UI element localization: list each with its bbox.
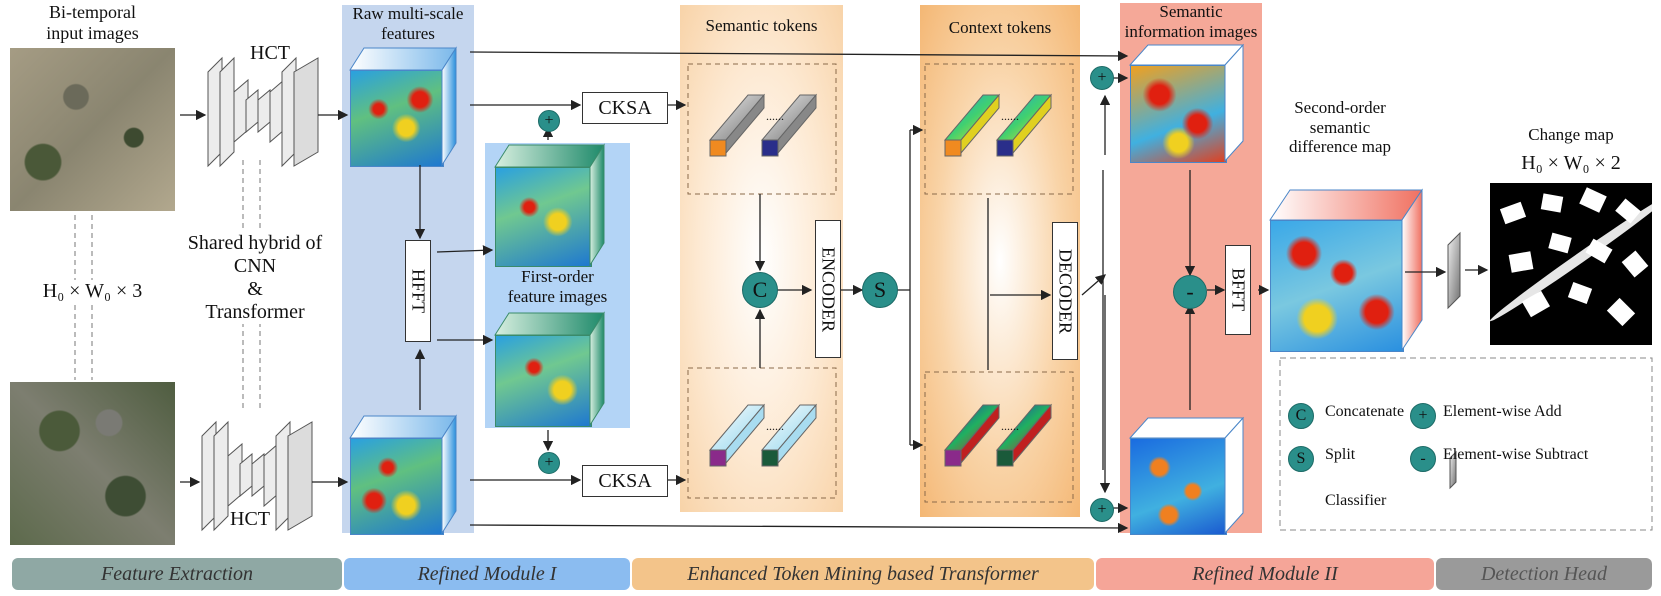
first-order-cube-top — [495, 167, 592, 267]
legend-classifier-text: Classifier — [1325, 492, 1387, 509]
legend-add-text: Element-wise Add — [1443, 403, 1562, 420]
stage-feature-extraction: Feature Extraction — [12, 558, 342, 590]
raw-feature-cube-top — [350, 70, 444, 167]
raw-feature-cube-bottom — [350, 438, 444, 535]
bfft-label: BFFT — [1228, 268, 1249, 312]
hct-label-top: HCT — [250, 42, 290, 64]
legend-subtract-icon: - — [1410, 446, 1436, 472]
stage-detection-head: Detection Head — [1436, 558, 1652, 590]
add-icon-bottom: + — [538, 452, 560, 474]
token-dots-4: ...... — [1001, 419, 1019, 433]
change-map-image — [1490, 183, 1652, 345]
stage-token-mining-transformer: Enhanced Token Mining based Transformer — [632, 558, 1094, 590]
input-image-t2 — [10, 382, 175, 545]
subtract-icon: - — [1173, 275, 1207, 309]
cksa-label-top: CKSA — [598, 96, 652, 119]
input-dims: H₀ × W₀ × 3 — [5, 280, 180, 303]
bfft-box: BFFT — [1225, 245, 1251, 335]
stage-refined-module-2: Refined Module II — [1096, 558, 1434, 590]
legend-split-icon: S — [1288, 446, 1314, 472]
hfft-box: HFFT — [405, 240, 431, 342]
context-tokens-label: Context tokens — [948, 18, 1052, 37]
legend-concat-text: Concatenate — [1325, 403, 1405, 420]
input-image-t1 — [10, 48, 175, 211]
cksa-label-bottom: CKSA — [598, 469, 652, 492]
second-order-label: Second-order semantic difference map — [1288, 98, 1392, 157]
token-dots-2: ...... — [766, 419, 784, 433]
raw-features-label: Raw multi-scale features — [352, 4, 464, 43]
hct-block-bottom — [201, 420, 313, 532]
token-dots-1: ...... — [766, 109, 784, 123]
legend-classifier-icon — [1449, 450, 1457, 490]
legend-split-text: Split — [1325, 446, 1356, 463]
cksa-box-bottom: CKSA — [582, 465, 668, 497]
semantic-tokens-label: Semantic tokens — [705, 16, 818, 35]
add-icon-top: + — [538, 110, 560, 132]
change-map-dims: H₀ × W₀ × 2 — [1521, 152, 1621, 174]
hct-block-top — [207, 56, 319, 168]
token-dots-3: ...... — [1001, 109, 1019, 123]
change-map-label: Change map — [1528, 125, 1614, 144]
legend-concat-icon: C — [1288, 403, 1314, 429]
shared-backbone-label: Shared hybrid of CNN & Transformer — [175, 232, 335, 324]
encoder-label: ENCODER — [818, 246, 839, 332]
add-icon-refined2-top: + — [1090, 66, 1114, 90]
legend-subtract-text: Element-wise Subtract — [1443, 446, 1589, 463]
split-icon: S — [862, 272, 898, 308]
decoder-box: DECODER — [1052, 222, 1078, 360]
concat-icon: C — [742, 272, 778, 308]
decoder-label: DECODER — [1055, 248, 1076, 334]
second-order-diff-cube — [1270, 220, 1404, 352]
legend-add-icon: + — [1410, 403, 1436, 429]
hfft-label: HFFT — [408, 268, 429, 313]
add-icon-refined2-bottom: + — [1090, 498, 1114, 522]
first-order-cube-bottom — [495, 335, 592, 427]
inputs-title: Bi-temporal input images — [46, 2, 139, 43]
semantic-info-cube-bottom — [1130, 438, 1227, 535]
semantic-info-label: Semantic information images — [1124, 2, 1258, 41]
first-order-label: First-order feature images — [507, 267, 608, 306]
cksa-box-top: CKSA — [582, 92, 668, 124]
stage-refined-module-1: Refined Module I — [344, 558, 630, 590]
encoder-box: ENCODER — [815, 220, 841, 358]
hct-label-bottom: HCT — [230, 508, 270, 530]
